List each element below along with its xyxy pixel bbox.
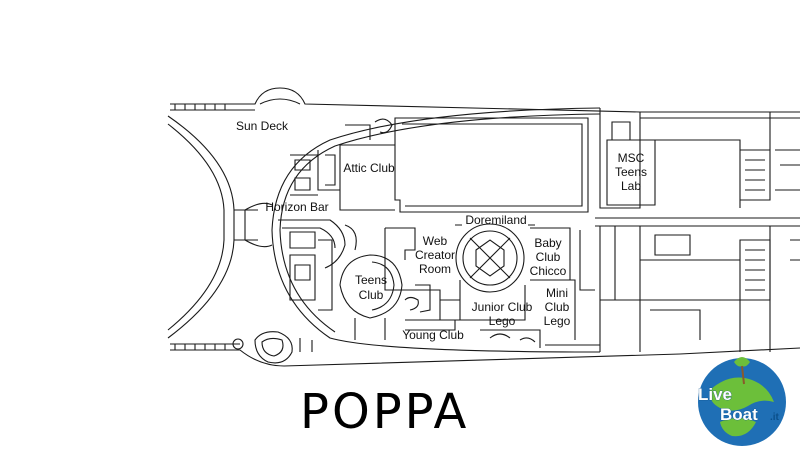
- logo-text-live: Live: [698, 385, 732, 404]
- label-msc-teens-lab-line2: Teens: [615, 165, 647, 179]
- label-mini-club-lego-line3: Lego: [544, 314, 571, 328]
- label-baby-club-chicco-line2: Club: [536, 250, 561, 264]
- stern-fixtures: [232, 202, 313, 364]
- label-young-club: Young Club: [402, 328, 464, 342]
- label-mini-club-lego-line1: Mini: [546, 286, 568, 300]
- logo-text-boat: Boat: [720, 405, 758, 424]
- palm-tree-icon: [734, 357, 750, 367]
- label-horizon-bar: Horizon Bar: [265, 200, 328, 214]
- label-doremiland: Doremiland: [465, 213, 526, 227]
- doremiland-block: [384, 223, 600, 348]
- logo-text-suffix: .it: [770, 412, 780, 423]
- label-junior-club-lego-line2: Lego: [489, 314, 516, 328]
- liveboat-logo: Live Boat .it: [698, 357, 786, 446]
- label-teens-club-line1: Teens: [355, 273, 387, 287]
- horizon-bar-block: [278, 219, 403, 340]
- attic-club-block: [290, 117, 589, 213]
- label-web-creator-room-line3: Room: [419, 262, 451, 276]
- label-msc-teens-lab-line1: MSC: [618, 151, 645, 165]
- label-baby-club-chicco-line1: Baby: [534, 236, 561, 250]
- label-baby-club-chicco-line3: Chicco: [530, 264, 567, 278]
- label-attic-club: Attic Club: [343, 161, 395, 175]
- label-junior-club-lego-line1: Junior Club: [472, 300, 533, 314]
- label-msc-teens-lab-line3: Lab: [621, 179, 641, 193]
- deck-section-title: POPPA: [300, 384, 470, 440]
- label-sun-deck: Sun Deck: [236, 119, 289, 133]
- label-web-creator-room-line2: Creator: [415, 248, 455, 262]
- label-teens-club-line2: Club: [359, 288, 384, 302]
- label-mini-club-lego-line2: Club: [545, 300, 570, 314]
- label-web-creator-room-line1: Web: [423, 234, 448, 248]
- forward-structure: [595, 108, 800, 355]
